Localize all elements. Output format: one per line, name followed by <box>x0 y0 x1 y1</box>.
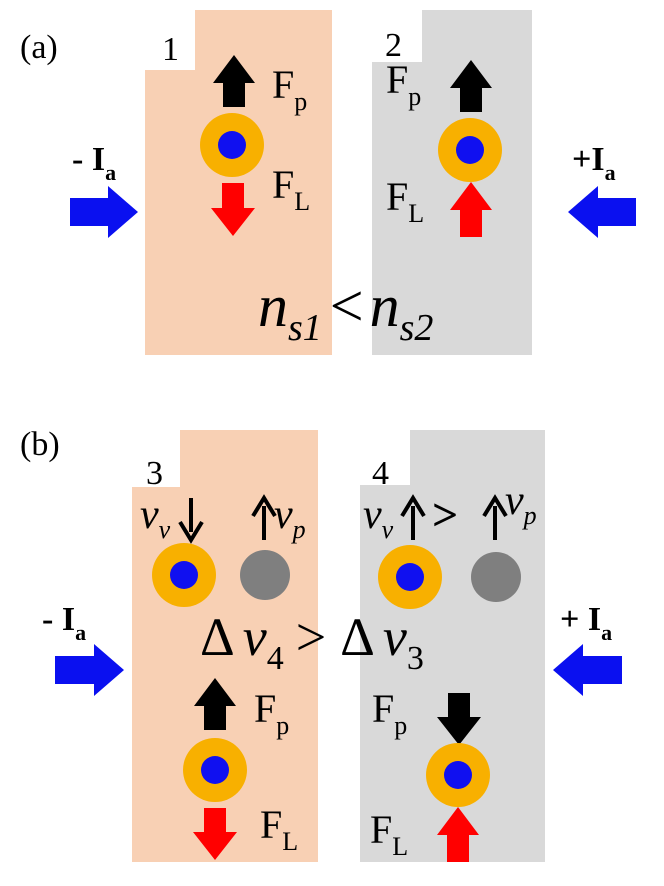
current-label-left-b: - Ia <box>42 601 86 645</box>
pinning-force-arrow-4 <box>437 693 481 745</box>
vortex-4-core <box>396 563 424 591</box>
fp-label-4: Fp <box>372 686 407 740</box>
density-inequality: ns1<ns2 <box>258 273 433 349</box>
region-3 <box>132 430 318 862</box>
lorentz-force-arrow-3 <box>193 808 237 860</box>
vp-label-4: vp <box>505 478 537 530</box>
panel-b-label: (b) <box>20 426 60 463</box>
fl-label-3: FL <box>260 802 298 856</box>
vortex-2-core <box>456 136 484 164</box>
vortex-4b-core <box>444 761 472 789</box>
vp-label-3: vp <box>274 492 306 544</box>
panel-a: (a) 1 2 Fp FL Fp FL - Ia <box>20 10 636 355</box>
fl-label-2: FL <box>386 174 424 228</box>
fp-label-1: Fp <box>272 62 307 116</box>
region-2 <box>372 10 532 355</box>
vortex-velocity-arrow-4 <box>400 494 426 540</box>
region-4 <box>360 430 545 862</box>
current-label-left-a: - Ia <box>72 141 116 185</box>
current-arrow-right-b <box>553 644 622 696</box>
pinning-force-arrow-3 <box>194 678 236 730</box>
pinning-site-4 <box>471 552 521 602</box>
vv-label-4: vv <box>363 492 394 544</box>
panel-a-label: (a) <box>20 29 58 66</box>
current-arrow-right-a <box>568 186 636 238</box>
fp-label-3: Fp <box>254 686 289 740</box>
current-arrow-left-a <box>70 186 138 238</box>
region-2-label: 2 <box>385 27 402 64</box>
vortex-1-core <box>218 131 246 159</box>
pin-velocity-arrow-4 <box>482 494 508 540</box>
lorentz-force-arrow-4 <box>437 807 479 862</box>
pin-velocity-arrow-3 <box>251 494 277 540</box>
pinning-site-3 <box>240 550 290 600</box>
region-3-label: 3 <box>146 455 163 492</box>
region-1-label: 1 <box>162 31 179 68</box>
fl-label-1: FL <box>272 162 310 216</box>
vv-label-3: vv <box>140 492 171 544</box>
region-1 <box>145 10 332 355</box>
lorentz-force-arrow-2 <box>450 182 492 237</box>
fl-label-4: FL <box>370 807 408 861</box>
velocity-comparison-symbol: > <box>432 489 458 540</box>
pinning-force-arrow-2 <box>450 60 492 112</box>
vortex-velocity-arrow-3 <box>178 498 204 544</box>
vortex-3b-core <box>201 756 229 784</box>
fp-label-2: Fp <box>386 57 421 111</box>
pinning-force-arrow-1 <box>213 55 255 107</box>
current-arrow-left-b <box>55 644 124 696</box>
region-4-label: 4 <box>372 455 389 492</box>
panel-b: (b) 3 4 vv vp vv > <box>20 426 622 862</box>
vortex-3-core <box>170 561 198 589</box>
lorentz-force-arrow-1 <box>211 183 255 236</box>
current-label-right-a: +Ia <box>572 141 616 185</box>
current-label-right-b: + Ia <box>560 601 612 645</box>
